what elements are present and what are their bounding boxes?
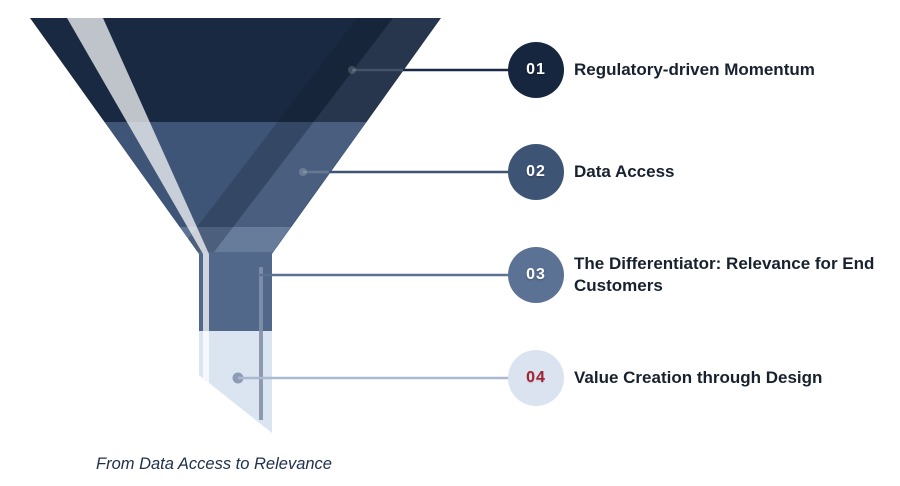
- funnel-edge-highlight: [214, 18, 441, 252]
- stage-3-badge: 03: [508, 247, 564, 303]
- stage-4-number: 04: [526, 369, 546, 386]
- funnel-highlight-stripe: [67, 18, 209, 433]
- stage-4-label: Value Creation through Design: [574, 368, 823, 387]
- stage-3-label: The Differentiator: Relevance for End Cu…: [574, 254, 875, 295]
- stage-2-badge: 02: [508, 144, 564, 200]
- stage-row-3: 03 The Differentiator: Relevance for End…: [508, 247, 896, 303]
- connector-dot-2: [299, 168, 307, 176]
- stage-2-number: 02: [526, 163, 546, 180]
- funnel-shadow-band: [178, 18, 393, 252]
- stage-1-badge: 01: [508, 42, 564, 98]
- funnel-accent-line: [259, 267, 263, 420]
- stage-2-label: Data Access: [574, 162, 675, 181]
- stage-row-2: 02 Data Access: [508, 144, 675, 200]
- stage-3-number: 03: [526, 266, 546, 283]
- connector-dot-1: [348, 66, 356, 74]
- funnel-caption: From Data Access to Relevance: [96, 455, 332, 473]
- stage-row-1: 01 Regulatory-driven Momentum: [508, 42, 815, 98]
- stage-1-number: 01: [526, 61, 546, 78]
- funnel-section-3-neck: [30, 252, 441, 331]
- stage-4-badge: 04: [508, 350, 564, 406]
- stage-1-label: Regulatory-driven Momentum: [574, 60, 815, 79]
- stage-row-4: 04 Value Creation through Design: [508, 350, 822, 406]
